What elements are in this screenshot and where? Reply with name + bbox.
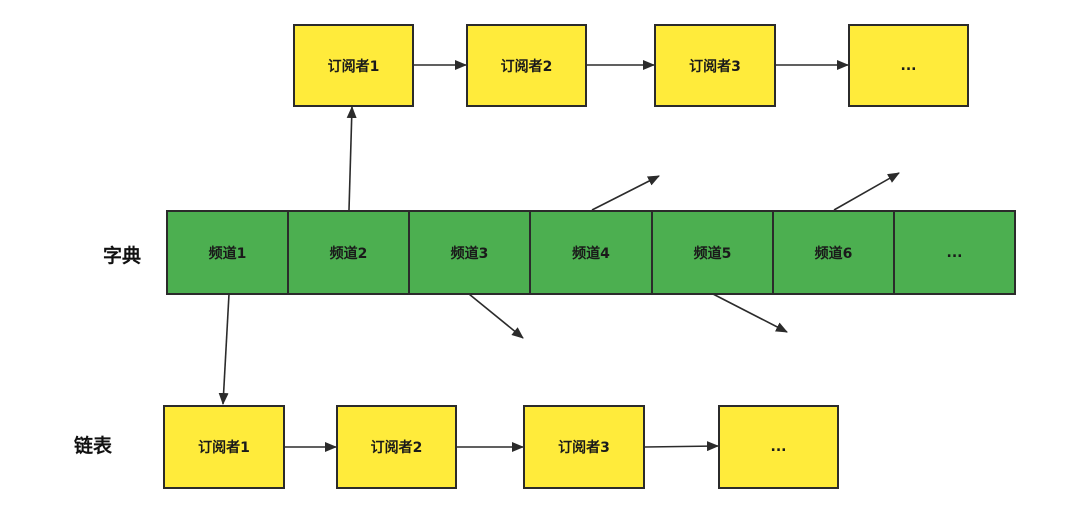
channel-cell: 频道2 (287, 210, 410, 295)
top-subscriber-node: 订阅者2 (466, 24, 587, 107)
bottom-subscriber-node: 订阅者2 (336, 405, 457, 489)
top-subscriber-node: 订阅者1 (293, 24, 414, 107)
channel3-outgoing-arrow (468, 293, 524, 339)
channel-cell: 频道5 (651, 210, 774, 295)
channel5-outgoing-arrow (712, 293, 788, 333)
bottom-arrow-3-more (644, 441, 719, 452)
top-subscriber-node: ... (848, 24, 969, 107)
channel4-outgoing-arrow (591, 175, 660, 211)
bottom-subscriber-node: 订阅者1 (163, 405, 285, 489)
channel6-outgoing-arrow (833, 172, 900, 211)
bottom-subscriber-node: 订阅者3 (523, 405, 645, 489)
top-subscriber-node: 订阅者3 (654, 24, 776, 107)
channel1-to-bottom-list-arrow (218, 293, 230, 405)
channel-cell: 频道1 (166, 210, 289, 295)
channel-cell: ... (893, 210, 1016, 295)
list-label: 链表 (74, 435, 113, 457)
channel-cell: 频道3 (408, 210, 531, 295)
bottom-subscriber-node: ... (718, 405, 839, 489)
channel-cell: 频道6 (772, 210, 895, 295)
channel-cell: 频道4 (529, 210, 653, 295)
channel2-to-top-list-arrow (346, 106, 357, 211)
dict-label: 字典 (103, 245, 142, 267)
